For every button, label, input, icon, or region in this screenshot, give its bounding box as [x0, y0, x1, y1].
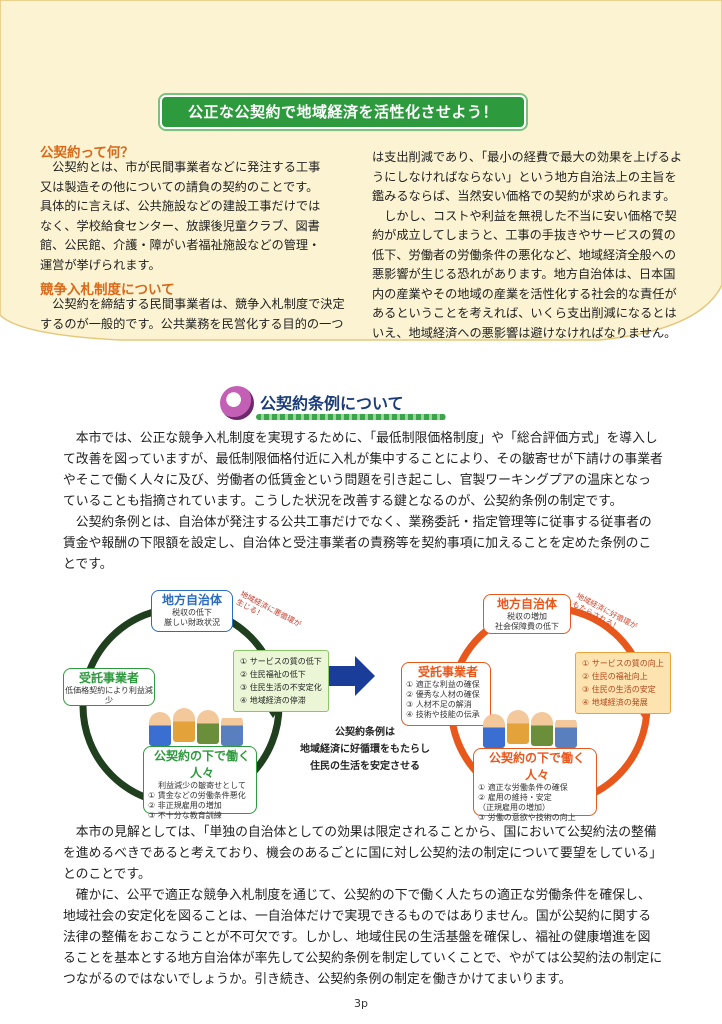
effect-item: ④ 地域経済の発展	[582, 698, 648, 707]
line: 館、公民館、介護・障がい者福祉施設などの管理・	[40, 238, 321, 252]
page-banner: 公正な公契約で地域経済を活性化させよう！	[162, 97, 524, 127]
gov-box-right: 地方自治体 税収の増加 社会保障費の低下	[483, 594, 571, 634]
workers-item: ① 適正な労働条件の確保	[478, 783, 568, 792]
gov-sub: 社会保障費の低下	[495, 622, 559, 631]
page-number: 3p	[354, 997, 368, 1010]
circle-icon	[220, 386, 254, 420]
line: 低下、労働者の労働条件の悪化など、地域経済全般への	[372, 247, 677, 262]
effects-right: ① サービスの質の向上 ② 住民の福祉向上 ③ 住民の生活の安定 ④ 地域経済の…	[575, 652, 671, 714]
gov-sub: 税収の増加	[507, 612, 547, 621]
effect-item: ① サービスの質の向上	[582, 659, 664, 668]
worker-figure	[221, 712, 243, 746]
line: あるということを考えれば、いくら支出削減になるとは	[372, 306, 677, 320]
workers-item: ① 賃金などの労働条件悪化	[148, 791, 246, 800]
worker-figure	[197, 710, 219, 744]
ordinance-body: 本市では、公正な競争入札制度を実現するために、「最低制限価格制度」や「総合評価方…	[63, 428, 663, 575]
gov-title: 地方自治体	[496, 597, 557, 611]
workers-box-left: 公契約の下で働く人々 利益減少の皺寄せとして ① 賃金などの労働条件悪化 ② 非…	[143, 746, 257, 820]
workers-title: 公契約の下で働く人々	[488, 751, 585, 782]
biz-item: ② 優秀な人材の確保	[406, 690, 480, 699]
biz-title: 受託事業者	[78, 671, 139, 685]
line: 運営が挙げられます。	[40, 257, 161, 272]
line: するのが一般的です。公共業務を民営化する目的の一つ	[40, 316, 344, 331]
line: 内の産業やその地域の産業を活性化する社会的な責任が	[372, 286, 677, 301]
workers-sub: 利益減少の皺寄せとして	[158, 781, 246, 790]
line: 又は製造その他についての請負の契約のことです。	[40, 179, 319, 194]
note-line: 公契約条例は	[335, 727, 395, 738]
line: なく、学校給食センター、放課後児童クラブ、図書	[40, 218, 320, 233]
effect-item: ④ 地域経済の停滞	[240, 696, 306, 705]
workers-box-right: 公契約の下で働く人々 ① 適正な労働条件の確保 ② 雇用の維持・安定 （正規雇用…	[473, 748, 597, 822]
line: しかし、コストや利益を無視した不当に安い価格で契	[372, 208, 677, 223]
worker-figure	[483, 714, 505, 748]
section-title: 公契約条例について	[260, 394, 404, 413]
line: 公契約を締結する民間事業者は、競争入札制度で決定	[40, 297, 345, 311]
paragraph: 本市の見解としては、「単独の自治体としての効果は限定されることから、国において公…	[63, 825, 663, 882]
line: 具体的に言えば、公共施設などの建設工事だけでは	[40, 199, 321, 213]
biz-title: 受託事業者	[417, 665, 478, 679]
heading-competitive-bidding: 競争入札制度について	[40, 282, 175, 298]
workers-item: ② 非正規雇用の増加	[148, 801, 222, 810]
biz-box-right: 受託事業者 ① 適正な利益の確保 ② 優秀な人材の確保 ③ 人材不足の解消 ④ …	[401, 662, 491, 726]
worker-figure	[507, 710, 529, 744]
biz-box-left: 受託事業者 低価格契約により利益減少	[63, 668, 155, 706]
top-background	[0, 0, 722, 345]
effect-item: ② 住民の福祉向上	[582, 672, 648, 681]
worker-figure	[149, 712, 171, 746]
effect-item: ① サービスの質の低下	[240, 657, 322, 666]
section-heading-ordinance: 公契約条例について	[220, 384, 450, 424]
gov-title: 地方自治体	[161, 593, 222, 607]
heading-what-is-public-contract: 公契約って何？	[40, 145, 134, 161]
line: 約が成立してしまうと、工事の手抜きやサービスの質の	[372, 228, 676, 242]
paragraph: 本市では、公正な競争入札制度を実現するために、「最低制限価格制度」や「総合評価方…	[63, 431, 663, 509]
cycle-diagram: 地方自治体 税収の低下 厳しい財政状況 地域経済に悪循環が 生じる！ 受託事業者…	[63, 588, 671, 822]
line: うにしなければならない」という地方自治法上の主旨を	[372, 169, 677, 184]
gov-sub: 厳しい財政状況	[164, 618, 220, 627]
note-line: 地域経済に好循環をもたらし	[300, 744, 430, 755]
gov-box-left: 地方自治体 税収の低下 厳しい財政状況	[151, 590, 233, 632]
workers-item: ③ 労働の意欲や技術の向上	[478, 813, 576, 822]
heading-underline	[256, 414, 446, 420]
worker-figure	[173, 708, 195, 742]
line: は支出削減であり、「最小の経費で最大の効果を上げるよ	[372, 150, 683, 164]
paragraph: 確かに、公平で適正な競争入札制度を通じて、公契約の下で働く人たちの適正な労働条件…	[63, 888, 663, 987]
effect-item: ③ 住民の生活の安定	[582, 685, 656, 694]
note-line: 住民の生活を安定させる	[310, 761, 420, 772]
workers-title: 公契約の下で働く人々	[153, 749, 250, 780]
para-competitive-bidding: 公契約を締結する民間事業者は、競争入札制度で決定 するのが一般的です。公共業務を…	[40, 295, 370, 334]
effect-item: ② 住民福祉の低下	[240, 670, 306, 679]
worker-figure	[531, 712, 553, 746]
line: 公契約とは、市が民間事業者などに発注する工事	[40, 160, 321, 174]
line: 悪影響が生じる恐れがあります。地方自治体は、日本国	[372, 267, 676, 281]
para-public-contract: 公契約とは、市が民間事業者などに発注する工事 又は製造その他についての請負の契約…	[40, 158, 360, 275]
para-right-column: は支出削減であり、「最小の経費で最大の効果を上げるよ うにしなければならない」と…	[372, 148, 702, 343]
workers-item: ③ 不十分な教育訓練	[148, 811, 222, 820]
biz-sub: 低価格契約により利益減少	[65, 686, 153, 705]
effects-left: ① サービスの質の低下 ② 住民福祉の低下 ③ 住民生活の不安定化 ④ 地域経済…	[233, 650, 329, 712]
biz-item: ③ 人材不足の解消	[406, 700, 472, 709]
biz-item: ④ 技術や技能の伝承	[406, 710, 480, 719]
biz-item: ① 適正な利益の確保	[406, 680, 480, 689]
city-view-body: 本市の見解としては、「単独の自治体としての効果は限定されることから、国において公…	[63, 822, 663, 990]
worker-figure	[555, 714, 577, 748]
center-note: 公契約条例は 地域経済に好循環をもたらし 住民の生活を安定させる	[285, 724, 445, 775]
workers-item: ② 雇用の維持・安定	[478, 793, 552, 802]
line: いえ、地域経済への悪影響は避けなければなりません。	[372, 325, 677, 340]
gov-sub: 税収の低下	[172, 608, 212, 617]
workers-item: （正規雇用の増加）	[478, 803, 550, 812]
paragraph: 公契約条例とは、自治体が発注する公共工事だけでなく、業務委託・指定管理等に従事す…	[63, 515, 652, 572]
effect-item: ③ 住民生活の不安定化	[240, 683, 322, 692]
line: 鑑みるならば、当然安い価格での契約が求められます。	[372, 189, 676, 203]
